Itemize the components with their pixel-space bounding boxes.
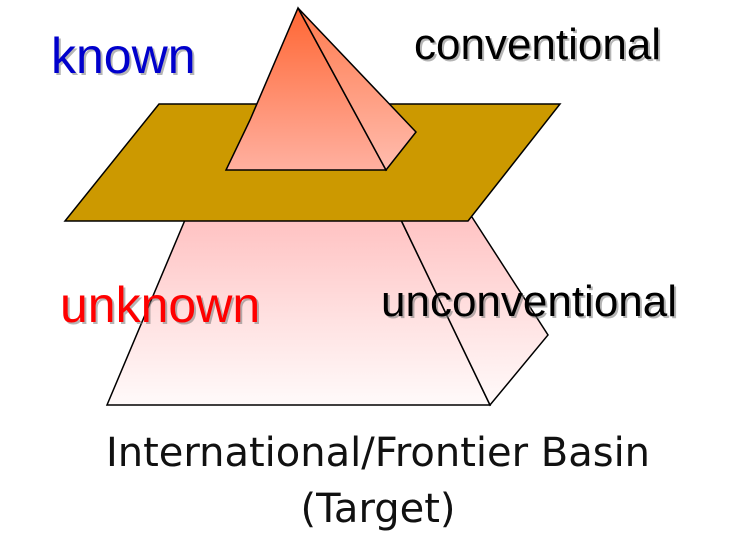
upper-pyramid-side-face (297, 7, 417, 172)
label-conventional: conventional (414, 20, 662, 69)
label-known: known (51, 28, 196, 84)
caption-subtitle: (Target) (300, 486, 456, 532)
label-unknown: unknown (60, 277, 261, 333)
caption-title: International/Frontier Basin (105, 430, 651, 476)
upper-pyramid (224, 6, 417, 172)
label-unconventional: unconventional (381, 277, 678, 326)
lower-pyramid (105, 213, 549, 407)
